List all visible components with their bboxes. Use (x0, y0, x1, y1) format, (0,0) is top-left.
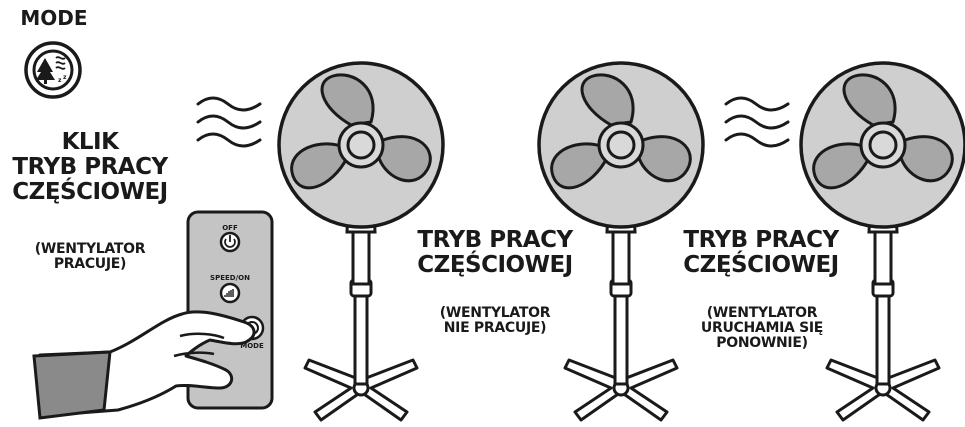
mode-button-icon: z z (26, 43, 80, 97)
sleeve (34, 352, 110, 418)
speed-button (221, 284, 239, 302)
step-1-title-line-1: KLIK (0, 130, 180, 155)
step-1-note: (WENTYLATOR PRACUJE) (10, 242, 170, 272)
step-3-title-line-2: CZĘŚCIOWEJ (676, 253, 846, 278)
mode-title: MODE (12, 8, 96, 30)
step-1-title-line-2: TRYB PRACY (0, 155, 180, 180)
airflow-waves-1 (198, 98, 260, 146)
step-3-title: TRYB PRACY CZĘŚCIOWEJ (676, 228, 846, 278)
step-2-note: (WENTYLATOR NIE PRACUJE) (420, 306, 570, 336)
step-1-title-line-3: CZĘŚCIOWEJ (0, 180, 180, 205)
step-2-title-line-2: CZĘŚCIOWEJ (410, 253, 580, 278)
step-3-note-line-2: URUCHAMIA SIĘ (684, 321, 840, 336)
step-3-note-line-3: PONOWNIE) (684, 336, 840, 351)
step-2-note-line-2: NIE PRACUJE) (420, 321, 570, 336)
step-1-note-line-1: (WENTYLATOR (10, 242, 170, 257)
step-1-title: KLIK TRYB PRACY CZĘŚCIOWEJ (0, 130, 180, 204)
step-2-title-line-1: TRYB PRACY (410, 228, 580, 253)
step-2-note-line-1: (WENTYLATOR (420, 306, 570, 321)
remote-mode-label: MODE (236, 342, 268, 350)
step-3-title-line-1: TRYB PRACY (676, 228, 846, 253)
step-3-note: (WENTYLATOR URUCHAMIA SIĘ PONOWNIE) (684, 306, 840, 351)
step-2-title: TRYB PRACY CZĘŚCIOWEJ (410, 228, 580, 278)
remote-off-label: OFF (214, 224, 246, 232)
step-3-note-line-1: (WENTYLATOR (684, 306, 840, 321)
step-1-note-line-2: PRACUJE) (10, 257, 170, 272)
svg-text:z: z (63, 74, 67, 81)
airflow-waves-3 (726, 98, 788, 146)
svg-text:z: z (58, 77, 62, 84)
remote-speed-label: SPEED/ON (206, 274, 254, 282)
